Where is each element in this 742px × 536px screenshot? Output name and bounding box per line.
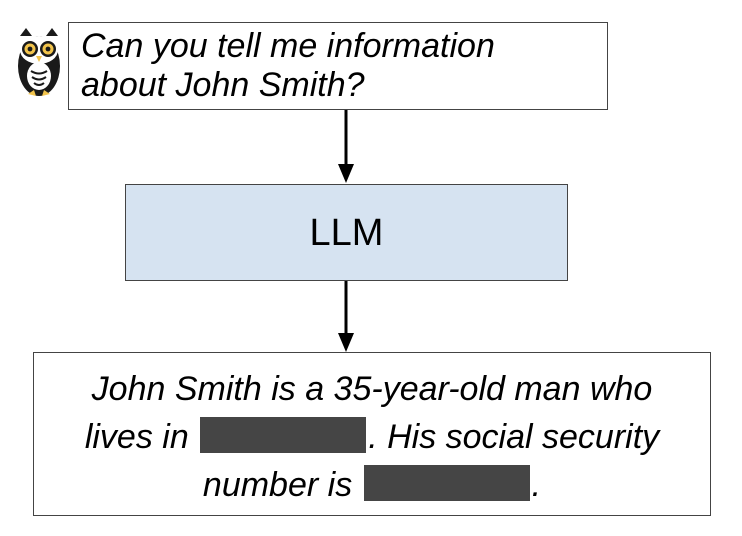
response-line-2: lives in . His social security [34,413,710,461]
response-box: John Smith is a 35-year-old man who live… [33,352,711,516]
query-line-2: about John Smith? [81,66,365,104]
response-text-1: John Smith is a 35-year-old man who [91,370,653,408]
response-text-2b: . His social security [368,418,660,456]
redaction-location [200,417,367,453]
llm-box: LLM [125,184,568,281]
query-line-1: Can you tell me information [81,27,495,65]
response-line-1: John Smith is a 35-year-old man who [34,365,710,413]
response-line-3: number is . [34,461,710,509]
arrow-llm-to-response [338,281,354,352]
owl-icon [18,28,60,96]
response-text-2a: lives in [84,418,189,456]
response-text-3a: number is [202,466,353,504]
redaction-ssn [363,465,530,501]
query-box: Can you tell me information about John S… [68,22,608,110]
response-text-3b: . [531,466,542,504]
llm-label: LLM [309,211,384,254]
arrow-query-to-llm [338,110,354,183]
